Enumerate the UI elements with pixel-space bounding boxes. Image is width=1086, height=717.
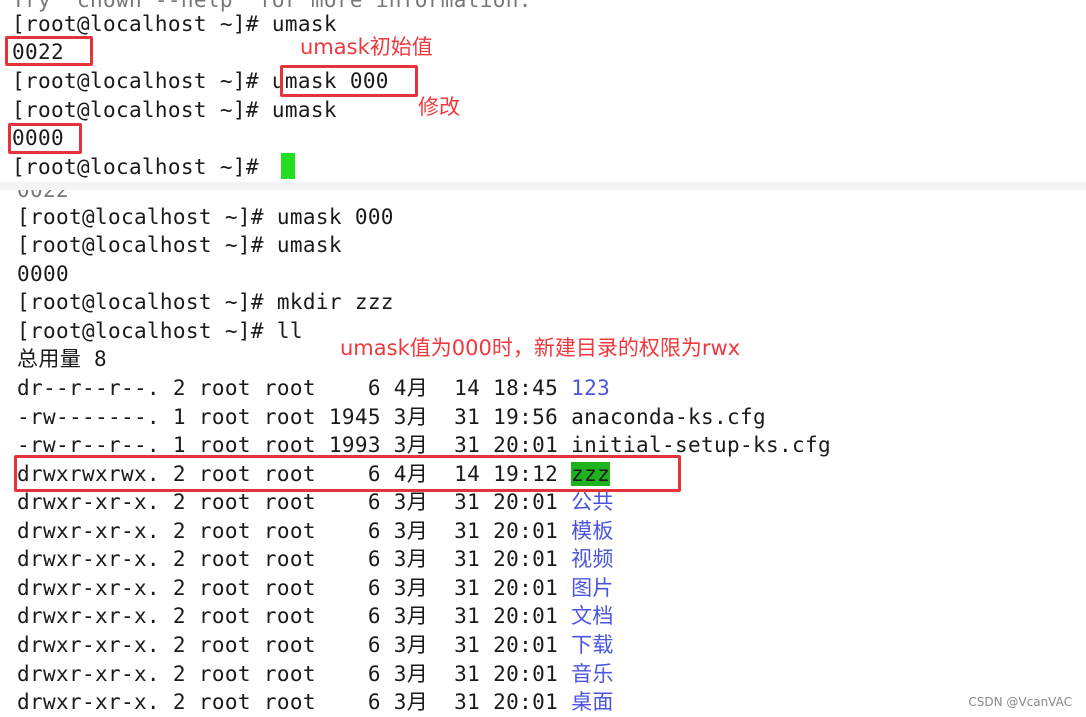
listing-meta: drwxr-xr-x. 2 root root 6 3月 31 20:01 — [17, 690, 572, 715]
listing-meta: dr--r--r--. 2 root root 6 4月 14 18:45 — [17, 376, 572, 400]
listing-meta: drwxr-xr-x. 2 root root 6 3月 31 20:01 — [17, 518, 572, 543]
listing-filename: 图片 — [571, 575, 614, 600]
listing-filename: 音乐 — [571, 661, 614, 686]
bottom-terminal-screenshot: 0022 [root@localhost ~]# umask 000 [root… — [0, 190, 1086, 717]
terminal-line: [root@localhost ~]# umask — [17, 233, 342, 257]
listing-filename: initial-setup-ks.cfg — [571, 433, 831, 458]
listing-filename: 下载 — [571, 632, 614, 657]
listing-meta: -rw-r--r--. 1 root root 1993 3月 31 20:01 — [17, 433, 572, 458]
terminal-prompt: [root@localhost ~]# — [12, 155, 272, 179]
listing-row: drwxr-xr-x. 2 root root 6 3月 31 20:01 桌面 — [17, 688, 614, 717]
listing-filename: 桌面 — [571, 690, 614, 715]
terminal-line: [root@localhost ~]# umask — [12, 12, 337, 36]
annotation-rwx: umask值为000时，新建目录的权限为rwx — [340, 336, 741, 360]
top-terminal-screenshot: Try 'chown --help' for more information.… — [0, 0, 1086, 182]
listing-meta: drwxr-xr-x. 2 root root 6 3月 31 20:01 — [17, 547, 572, 572]
listing-row: drwxr-xr-x. 2 root root 6 3月 31 20:01 音乐 — [17, 660, 614, 689]
listing-meta: -rw-------. 1 root root 1945 3月 31 19:56 — [17, 404, 572, 429]
panel-separator — [0, 182, 1086, 190]
listing-meta: drwxr-xr-x. 2 root root 6 3月 31 20:01 — [17, 575, 572, 600]
listing-filename: 模板 — [571, 518, 614, 543]
listing-row: drwxr-xr-x. 2 root root 6 3月 31 20:01 文档 — [17, 602, 614, 631]
terminal-line: [root@localhost ~]# ll — [17, 319, 303, 343]
listing-filename: 公共 — [571, 490, 614, 515]
listing-row: drwxrwxrwx. 2 root root 6 4月 14 19:12 zz… — [17, 460, 611, 489]
cutoff-line: 0022 — [17, 190, 69, 202]
highlight-box-initial-value — [5, 36, 93, 66]
highlight-box-zzz-row — [14, 455, 681, 492]
listing-meta: drwxr-xr-x. 2 root root 6 3月 31 20:01 — [17, 490, 572, 515]
listing-meta: drwxr-xr-x. 2 root root 6 3月 31 20:01 — [17, 632, 572, 657]
highlight-box-modified-value — [8, 123, 82, 154]
listing-filename: 123 — [571, 376, 611, 400]
listing-row: -rw-r--r--. 1 root root 1993 3月 31 20:01… — [17, 431, 831, 460]
listing-filename: zzz — [571, 461, 611, 486]
listing-meta: drwxr-xr-x. 2 root root 6 3月 31 20:01 — [17, 661, 572, 686]
listing-filename: 视频 — [571, 547, 614, 572]
terminal-line: [root@localhost ~]# umask 000 — [17, 205, 394, 229]
total-line: 总用量 8 — [17, 347, 108, 371]
terminal-line: [root@localhost ~]# umask — [12, 98, 337, 122]
cutoff-line: Try 'chown --help' for more information. — [12, 0, 532, 12]
listing-filename: anaconda-ks.cfg — [571, 404, 766, 429]
annotation-modify: 修改 — [418, 95, 460, 119]
listing-meta: drwxr-xr-x. 2 root root 6 3月 31 20:01 — [17, 604, 572, 629]
terminal-cursor — [281, 153, 295, 179]
terminal-line: [root@localhost ~]# umask 000 — [12, 69, 389, 93]
terminal-line: [root@localhost ~]# mkdir zzz — [17, 290, 394, 314]
watermark: CSDN @VcanVAC — [968, 695, 1072, 709]
listing-row: drwxr-xr-x. 2 root root 6 3月 31 20:01 图片 — [17, 574, 614, 603]
listing-filename: 文档 — [571, 604, 614, 629]
highlight-box-umask-command — [280, 65, 418, 97]
listing-row: drwxr-xr-x. 2 root root 6 3月 31 20:01 模板 — [17, 517, 614, 546]
terminal-line: 0000 — [12, 126, 64, 150]
listing-row: dr--r--r--. 2 root root 6 4月 14 18:45 12… — [17, 374, 610, 403]
terminal-line: 0000 — [17, 262, 69, 286]
annotation-initial-value: umask初始值 — [300, 35, 433, 59]
listing-meta: drwxrwxrwx. 2 root root 6 4月 14 19:12 — [17, 461, 572, 486]
listing-row: -rw-------. 1 root root 1945 3月 31 19:56… — [17, 403, 766, 432]
listing-row: drwxr-xr-x. 2 root root 6 3月 31 20:01 下载 — [17, 631, 614, 660]
listing-row: drwxr-xr-x. 2 root root 6 3月 31 20:01 公共 — [17, 488, 614, 517]
listing-row: drwxr-xr-x. 2 root root 6 3月 31 20:01 视频 — [17, 545, 614, 574]
terminal-line: 0022 — [12, 40, 64, 64]
